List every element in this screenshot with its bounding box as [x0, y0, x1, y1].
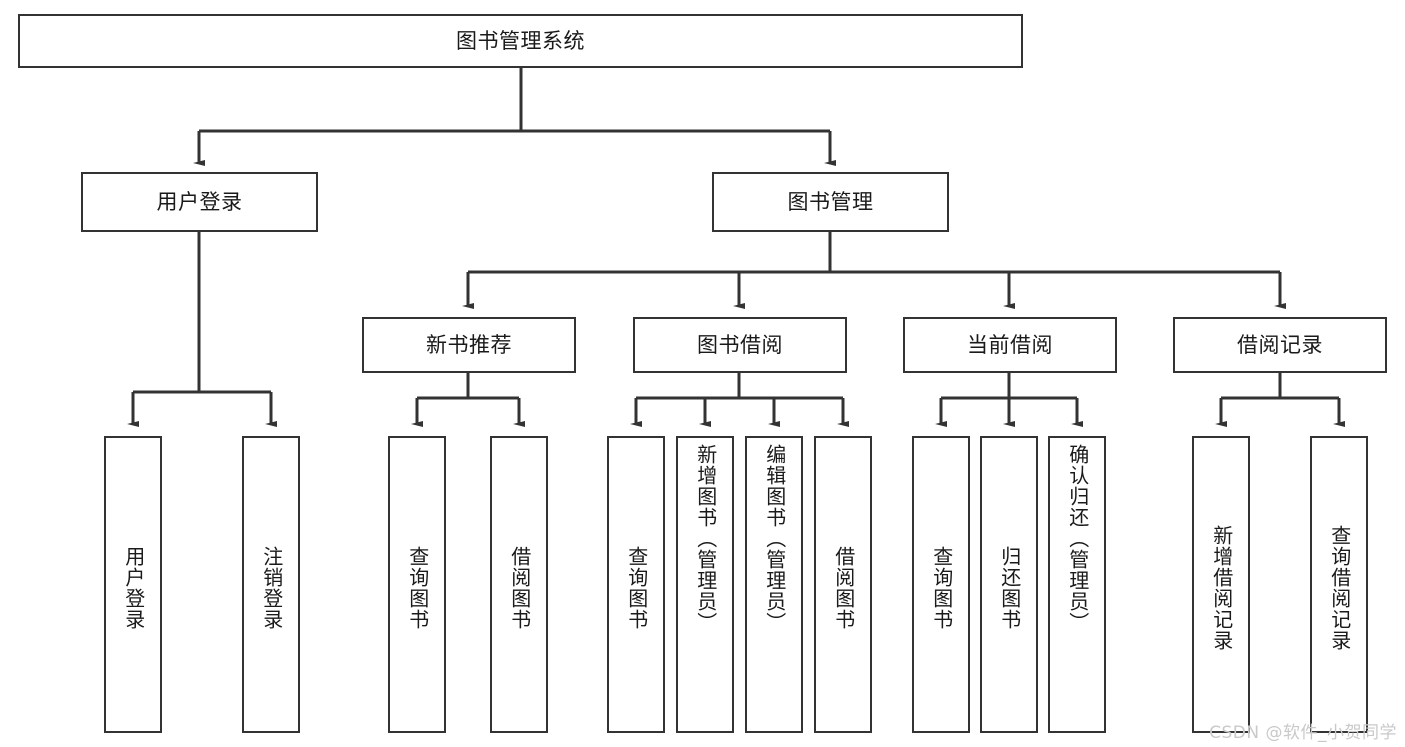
node-label: 图书管理	[787, 189, 874, 214]
node-user-login[interactable]: 用户登录	[81, 172, 318, 232]
node-label: 查询图书	[624, 545, 649, 630]
node-label: 查询借阅记录	[1327, 524, 1352, 651]
leaf-current-borrow-return[interactable]: 归还图书	[980, 436, 1038, 733]
leaf-user-login-logout[interactable]: 注销登录	[242, 436, 300, 733]
node-label: 新增图书（管理员）	[693, 444, 718, 633]
node-label: 查询图书	[405, 545, 430, 630]
node-label: 用户登录	[156, 189, 243, 214]
leaf-new-book-borrow[interactable]: 借阅图书	[490, 436, 548, 733]
node-label: 确认归还（管理员）	[1065, 444, 1090, 633]
node-label: 当前借阅	[967, 332, 1053, 357]
node-label: 新书推荐	[426, 332, 512, 357]
leaf-book-borrow-borrow[interactable]: 借阅图书	[814, 436, 872, 733]
node-label: 借阅图书	[831, 545, 856, 630]
node-borrow-record[interactable]: 借阅记录	[1173, 317, 1387, 373]
node-label: 用户登录	[121, 545, 146, 630]
node-book-borrow[interactable]: 图书借阅	[633, 317, 847, 373]
node-label: 新增借阅记录	[1209, 524, 1234, 651]
leaf-user-login-login[interactable]: 用户登录	[104, 436, 162, 733]
node-label: 借阅记录	[1237, 332, 1323, 357]
node-label: 借阅图书	[507, 545, 532, 630]
leaf-current-borrow-query[interactable]: 查询图书	[912, 436, 970, 733]
node-current-borrow[interactable]: 当前借阅	[903, 317, 1117, 373]
leaf-borrow-record-add[interactable]: 新增借阅记录	[1192, 436, 1250, 733]
leaf-borrow-record-query[interactable]: 查询借阅记录	[1310, 436, 1368, 733]
leaf-book-borrow-add[interactable]: 新增图书（管理员）	[676, 436, 734, 733]
node-label: 注销登录	[259, 545, 284, 630]
leaf-new-book-query[interactable]: 查询图书	[388, 436, 446, 733]
node-label: 图书借阅	[697, 332, 783, 357]
csdn-watermark: CSDN @软件_小贺同学	[1209, 723, 1397, 743]
node-label: 归还图书	[997, 545, 1022, 630]
node-book-management[interactable]: 图书管理	[712, 172, 949, 232]
node-root-book-management-system[interactable]: 图书管理系统	[18, 14, 1023, 68]
leaf-book-borrow-edit[interactable]: 编辑图书（管理员）	[745, 436, 803, 733]
node-label: 编辑图书（管理员）	[762, 444, 787, 633]
leaf-current-borrow-confirm-return[interactable]: 确认归还（管理员）	[1048, 436, 1106, 733]
node-new-book-recommend[interactable]: 新书推荐	[362, 317, 576, 373]
leaf-book-borrow-query[interactable]: 查询图书	[607, 436, 665, 733]
node-label: 查询图书	[929, 545, 954, 630]
node-label: 图书管理系统	[456, 28, 585, 53]
